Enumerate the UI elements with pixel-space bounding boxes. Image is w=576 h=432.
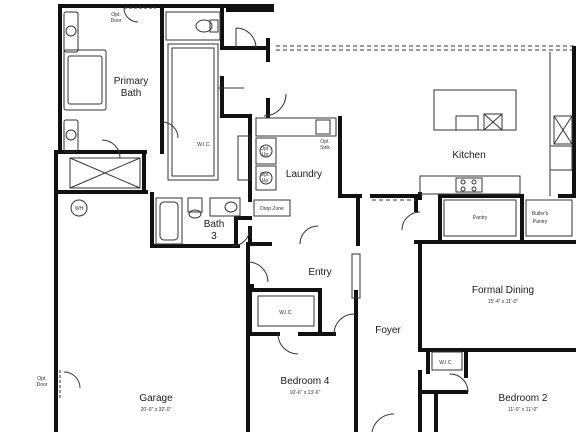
bedroom2-dims: 11'-0" x 11'-0" bbox=[508, 407, 538, 413]
butlers-pantry-label-2: Pantry bbox=[533, 219, 548, 225]
opt-door-garage-label: Opt. bbox=[37, 376, 46, 382]
bath3-label: Bath bbox=[204, 219, 225, 230]
formal-dining-label: Formal Dining bbox=[472, 285, 534, 296]
opt-door-top-label: Opt. bbox=[111, 12, 120, 18]
laundry-label: Laundry bbox=[286, 169, 322, 180]
pantry-label: Pantry bbox=[473, 215, 488, 221]
garage-dims: 20'-0" x 32'-0" bbox=[141, 407, 172, 413]
garage-label: Garage bbox=[139, 393, 173, 404]
opt-b-label-2: Up bbox=[262, 178, 269, 184]
opt-door-top-label-2: Door bbox=[111, 18, 122, 24]
bedroom4-dims: 10'-6" x 13'-6" bbox=[290, 390, 321, 396]
opt-door-garage-label-2: Door bbox=[37, 382, 48, 388]
wic-bed2-label: W.I.C. bbox=[439, 360, 453, 366]
wic-bed4-label: W.I.C. bbox=[279, 310, 293, 316]
butlers-pantry-label: Butler's bbox=[532, 211, 549, 217]
entry-label: Entry bbox=[308, 267, 331, 278]
water-heater-label: WH bbox=[75, 206, 84, 212]
primary-bath-label: Primary bbox=[114, 76, 148, 87]
bedroom2-label: Bedroom 2 bbox=[499, 393, 548, 404]
interior-lines bbox=[59, 7, 576, 398]
wic-primary-label: W.I.C. bbox=[197, 142, 211, 148]
room-labels: Primary Bath Kitchen Laundry Bath 3 Entr… bbox=[114, 76, 548, 413]
foyer-label: Foyer bbox=[375, 325, 401, 336]
opt-sink-label-2: Sink bbox=[320, 145, 330, 151]
water-heater-symbol bbox=[70, 199, 88, 217]
walls bbox=[54, 4, 576, 432]
kitchen-label: Kitchen bbox=[452, 150, 485, 161]
primary-bath-label-2: Bath bbox=[121, 88, 142, 99]
formal-dining-dims: 15'-4" x 11'-0" bbox=[488, 299, 519, 305]
bath3-label-2: 3 bbox=[211, 231, 217, 242]
small-labels: Opt. Door W.I.C. Opt. Sink Opt. Up Opt. … bbox=[37, 12, 549, 388]
opt-sink-label: Opt. bbox=[320, 139, 329, 145]
opt-a-label-2: Up bbox=[262, 152, 269, 158]
drop-zone-label: Drop Zone bbox=[260, 206, 284, 212]
opt-b-label: Opt. bbox=[260, 172, 269, 178]
opt-a-label: Opt. bbox=[260, 146, 269, 152]
door-swings bbox=[63, 7, 469, 432]
bedroom4-label: Bedroom 4 bbox=[281, 376, 330, 387]
